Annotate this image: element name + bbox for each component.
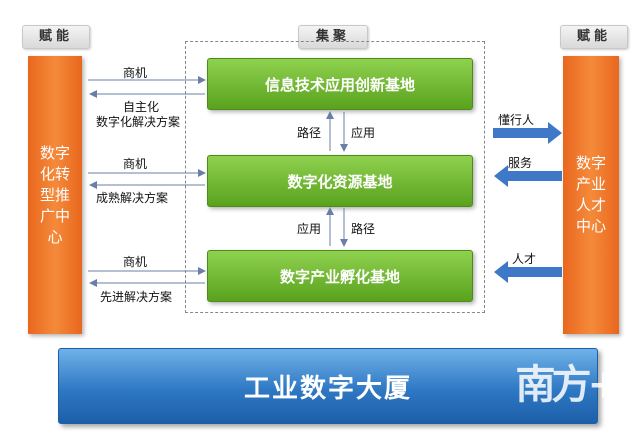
path-label-2: 路径 [351,222,376,236]
solution-label-1b: 数字化解决方案 [96,115,181,129]
savvy-people-label: 懂行人 [498,113,535,127]
right-empower-tag: 赋能 [560,25,628,49]
path-label-1: 路径 [297,126,322,140]
opportunity-label-3: 商机 [123,255,148,269]
arrow-savvy-people-out [493,122,562,144]
base-info-tech-innovation: 信息技术应用创新基地 [207,58,473,110]
opportunity-label-1: 商机 [123,66,148,80]
left-empower-tag: 赋能 [22,25,90,49]
solution-label-3: 先进解决方案 [100,290,173,304]
apply-label-2: 应用 [297,222,322,236]
talent-label: 人才 [512,252,537,266]
digital-transformation-center: 数字化转型推广中心 [28,56,82,334]
solution-label-1a: 自主化 [123,100,160,114]
service-label: 服务 [508,156,533,170]
watermark-logo: 南方+ [515,361,620,408]
industrial-digital-tower-label: 工业数字大厦 [243,373,412,404]
opportunity-label-2: 商机 [123,157,148,171]
solution-label-2: 成熟解决方案 [96,191,169,205]
digital-talent-center-label: 数字产业人才中心 [575,154,606,235]
arrow-service-in [494,165,562,187]
base-digital-incubation: 数字产业孵化基地 [207,250,473,302]
base-digital-resources: 数字化资源基地 [207,155,473,207]
apply-label-1: 应用 [351,126,376,140]
digital-talent-center: 数字产业人才中心 [563,56,619,334]
digital-transformation-center-label: 数字化转型推广中心 [39,143,70,246]
center-cluster-tag: 集聚 [298,25,368,49]
cluster-box [185,41,485,313]
industrial-digital-tower: 工业数字大厦 [58,348,598,424]
arrow-talent-in [494,261,562,283]
